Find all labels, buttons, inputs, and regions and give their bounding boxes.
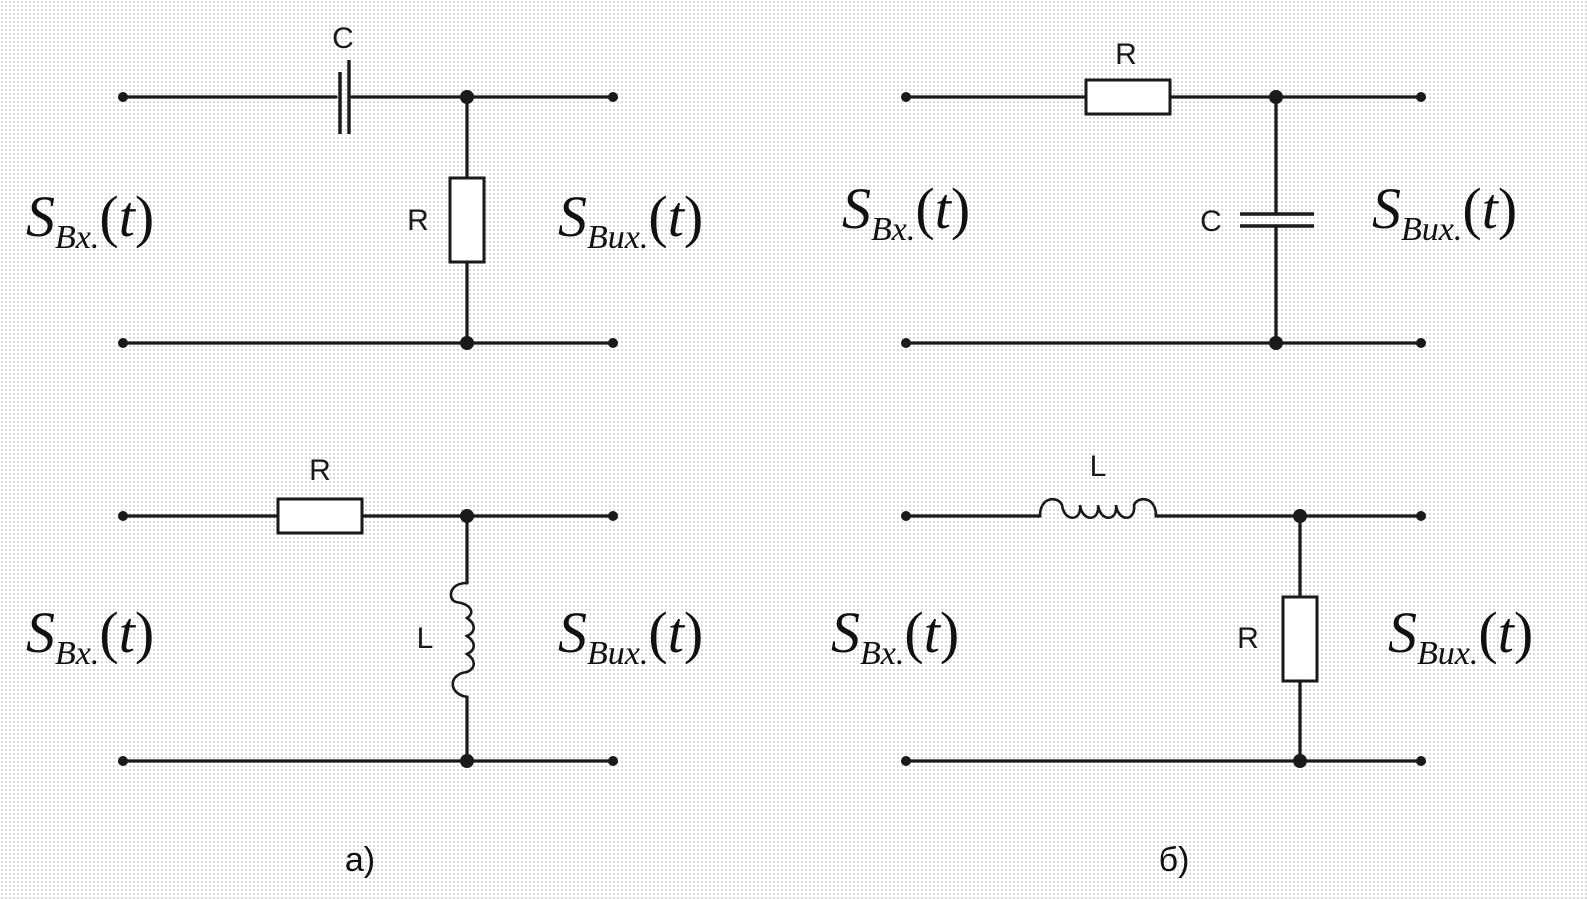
inductor-coil — [1038, 497, 1158, 520]
caption-a: a) — [345, 841, 375, 879]
terminal-dot — [118, 511, 128, 521]
junction-dot — [1269, 336, 1283, 350]
input-signal-label: SBx.(t) — [842, 176, 970, 248]
resistor-body — [448, 176, 486, 264]
junction-dot — [1293, 754, 1307, 768]
output-signal-label: SBux.(t) — [558, 600, 703, 672]
circuit-b-top: R C SBx.(t) SBux.(t) — [842, 38, 1517, 350]
inductor-label: L — [1090, 450, 1107, 483]
terminal-dot — [1416, 338, 1426, 348]
terminal-dot — [901, 511, 911, 521]
resistor-label: R — [1115, 38, 1137, 71]
resistor-body — [276, 497, 364, 535]
output-signal-label: SBux.(t) — [558, 184, 703, 256]
terminal-dot — [608, 338, 618, 348]
terminal-dot — [1416, 756, 1426, 766]
input-signal-label: SBx.(t) — [831, 600, 959, 672]
terminal-dot — [1416, 511, 1426, 521]
junction-dot — [460, 90, 474, 104]
resistor-label: R — [1237, 622, 1259, 655]
terminal-dot — [901, 338, 911, 348]
resistor-label: R — [309, 454, 331, 487]
output-signal-label: SBux.(t) — [1372, 176, 1517, 248]
junction-dot — [460, 336, 474, 350]
junction-dot — [460, 754, 474, 768]
resistor-body — [1084, 78, 1172, 116]
capacitor-label: C — [332, 22, 354, 55]
terminal-dot — [118, 756, 128, 766]
capacitor-label: C — [1200, 205, 1222, 238]
terminal-dot — [901, 92, 911, 102]
input-signal-label: SBx.(t) — [26, 600, 154, 672]
terminal-dot — [608, 92, 618, 102]
resistor-label: R — [407, 204, 429, 237]
terminal-dot — [901, 756, 911, 766]
output-signal-label: SBux.(t) — [1388, 600, 1533, 672]
caption-b: б) — [1159, 841, 1190, 879]
terminal-dot — [608, 511, 618, 521]
junction-dot — [1269, 90, 1283, 104]
junction-dot — [460, 509, 474, 523]
circuit-a-bottom: R L SBx.(t) SBux.(t) — [26, 454, 703, 768]
resistor-body — [1281, 595, 1319, 683]
circuit-b-bottom: L R SBx.(t) SBux.(t) — [831, 450, 1533, 768]
terminal-dot — [118, 338, 128, 348]
terminal-dot — [608, 756, 618, 766]
terminal-dot — [1416, 92, 1426, 102]
inductor-coil — [449, 581, 476, 699]
terminal-dot — [118, 92, 128, 102]
circuit-a-top: C R SBx.(t) SBux.(t) — [26, 22, 703, 350]
junction-dot — [1293, 509, 1307, 523]
input-signal-label: SBx.(t) — [26, 184, 154, 256]
inductor-label: L — [417, 622, 434, 655]
